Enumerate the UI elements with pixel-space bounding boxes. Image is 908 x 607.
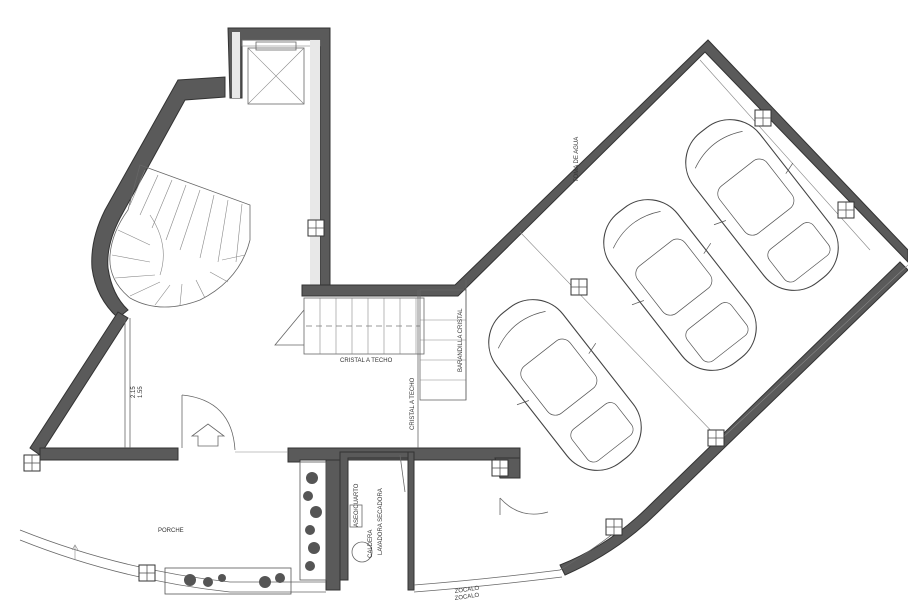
utility-right-wall [407,451,415,591]
column [754,109,772,127]
elevator [247,41,305,105]
column [707,429,725,447]
left-inner-wall [39,447,179,461]
car-3 [685,119,839,291]
porch [19,529,326,593]
label-dim-1: 2.15 [131,386,137,398]
column [307,219,325,237]
car-1 [488,299,642,471]
label-dim-2: 1.55 [138,386,144,398]
label-zocalo-2: ZOCALO [454,586,480,595]
planter-vertical [299,461,327,581]
staircase [109,164,251,308]
garage-stairs [274,280,467,448]
utility-room [349,454,549,563]
column [837,201,855,219]
porch-room-wall [325,459,341,591]
label-toma-agua: TOMA DE AGUA [574,137,580,182]
label-cristal-techo: CRISTAL A TECHO [340,358,393,364]
walls [29,27,908,591]
column [605,518,623,536]
label-aseo: ASEO/CUARTO [354,483,360,527]
label-porche: PORCHE [158,528,184,534]
label-caldera: CALDERA [368,530,374,558]
lower-curved-wall [559,261,908,576]
column [491,459,509,477]
column [23,454,41,472]
label-zocalo: ZOCALO [454,593,480,602]
column [570,278,588,296]
label-barandilla: BARANDILLA CRISTAL [458,308,464,372]
car-2 [603,199,757,371]
column [138,564,156,582]
label-lavadero: LAVADORA SECADORA [378,488,384,555]
left-outer-wall [29,311,129,456]
planter-horizontal [164,567,292,595]
garage-top-wall [301,39,908,297]
stair-curved-wall [91,76,226,319]
entrance-arrow [190,423,226,447]
entrance [124,318,288,453]
label-cristal-techo-vertical: CRISTAL A TECHO [410,377,416,430]
